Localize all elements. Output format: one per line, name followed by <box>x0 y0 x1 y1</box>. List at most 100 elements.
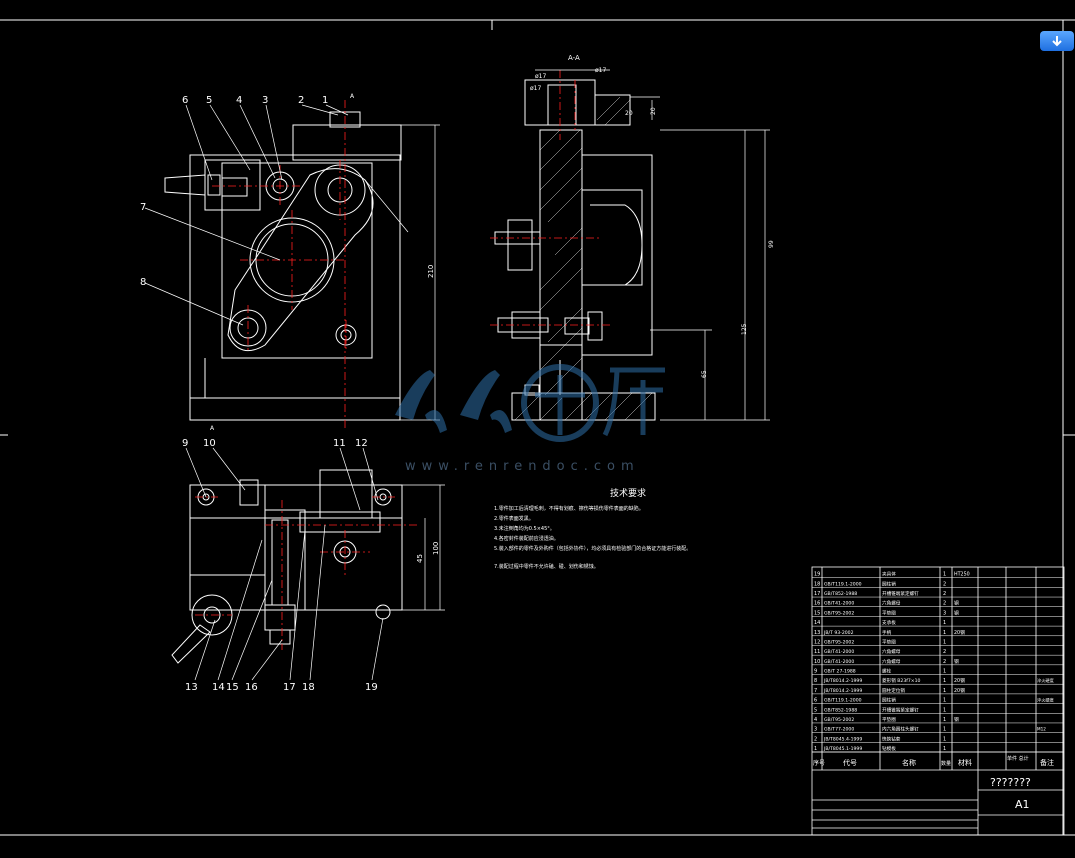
bom-cell-no: 1 <box>814 746 817 752</box>
bom-header-note: 备注 <box>1040 758 1054 767</box>
bom-cell-name: 快换钻套 <box>882 735 901 742</box>
section-centerlines <box>490 70 610 326</box>
bom-cell-qty: 1 <box>943 678 946 684</box>
bom-cell-qty: 2 <box>943 601 946 607</box>
bom-cell-qty: 1 <box>943 572 946 578</box>
bom-cell-name: 平垫圈 <box>882 716 896 723</box>
bom-cell-name: 六角螺母 <box>882 600 901 607</box>
balloon-number: 10 <box>203 438 216 449</box>
bom-cell-mat: 20钢 <box>954 687 965 694</box>
dim-label: 20 <box>650 107 657 115</box>
bom-cell-name: 手柄 <box>882 629 892 636</box>
bom-cell-qty: 1 <box>943 727 946 733</box>
bom-cell-name: 菱形销 B23f7×10 <box>882 677 921 684</box>
bom-cell-name: 开槽锥端紧定螺钉 <box>882 706 919 713</box>
bom-cell-name: 六角螺母 <box>882 658 901 665</box>
bom-cell-code: JB/T8045.1-1999 <box>823 746 862 752</box>
bom-cell-no: 19 <box>814 572 820 578</box>
balloon-number: 16 <box>245 682 258 693</box>
bom-cell-code: GB/T41-2000 <box>824 659 854 665</box>
bom-cell-code: GB/T119.1-2000 <box>824 581 862 587</box>
balloon-number: 3 <box>262 95 268 106</box>
bom-cell-code: GB/T41-2000 <box>824 601 854 607</box>
bom-cell-name: 内六角圆柱头螺钉 <box>882 726 919 733</box>
bom-cell-no: 17 <box>814 591 820 597</box>
bottom-view-leaders <box>185 447 445 681</box>
dim-label: 210 <box>427 265 435 278</box>
bom-cell-code: JB/T8014.2-1999 <box>823 688 862 694</box>
bom-cell-code: GB/T852-1988 <box>824 591 857 597</box>
bom-cell-code: GB/T 27-1988 <box>824 669 856 675</box>
front-view-centerlines <box>212 100 347 430</box>
bom-cell-no: 7 <box>814 688 817 694</box>
balloon-number: 4 <box>236 95 242 106</box>
bom-cell-qty: 1 <box>943 620 946 626</box>
bom-cell-name: 圆柱销 <box>882 697 896 704</box>
balloon-number: 12 <box>355 438 368 449</box>
bom-cell-name: 平垫圈 <box>882 609 896 616</box>
bom-cell-no: 13 <box>814 630 820 636</box>
download-button[interactable] <box>1040 31 1074 51</box>
tech-req-line: 4.各密封件装配前应浸透油。 <box>494 535 559 542</box>
bom-cell-name: 支承板 <box>882 619 896 626</box>
bom-cell-mat: 20钢 <box>954 677 965 684</box>
watermark-text: www.renrendoc.com <box>405 459 640 474</box>
section-dim: ø17 <box>595 67 606 74</box>
dim-label: 45 <box>416 554 424 563</box>
tech-req-line: 7.装配过程中零件不允许磕、碰、划伤和锈蚀。 <box>494 563 599 570</box>
bom-cell-code: GB/T95-2002 <box>824 610 854 616</box>
front-view-leaders <box>144 104 440 421</box>
bom-cell-no: 12 <box>814 639 820 645</box>
bom-cell-note: M12 <box>1037 727 1046 732</box>
bom-cell-no: 15 <box>814 610 820 616</box>
bom-cell-qty: 2 <box>943 591 946 597</box>
bom-cell-no: 6 <box>814 698 817 704</box>
bom-cell-qty: 1 <box>943 669 946 675</box>
dim-label: 99 <box>768 240 775 248</box>
front-view <box>164 111 402 421</box>
bom-cell-no: 9 <box>814 669 817 675</box>
balloon-number: 5 <box>206 95 212 106</box>
balloon-number: 11 <box>333 438 346 449</box>
bom-cell-note: 淬火硬度 <box>1037 677 1055 684</box>
bom-cell-mat: 20钢 <box>954 629 965 636</box>
balloon-number: 7 <box>140 202 146 213</box>
section-mark: A <box>210 425 215 432</box>
bom-cell-name: 夹具体 <box>882 571 896 578</box>
bom-cell-code: JB/T 93-2002 <box>823 630 854 636</box>
bom-cell-name: 开槽锥端紧定螺钉 <box>882 590 919 597</box>
bom-cell-qty: 1 <box>943 698 946 704</box>
bom-header-code: 代号 <box>843 758 857 767</box>
bom-cell-qty: 1 <box>943 639 946 645</box>
bom-cell-name: 六角螺母 <box>882 648 901 655</box>
bom-cell-qty: 1 <box>943 707 946 713</box>
section-hatch <box>514 96 653 421</box>
title-block-sheet-size: A1 <box>1015 798 1030 811</box>
balloon-number: 6 <box>182 95 188 106</box>
balloon-number: 17 <box>283 682 296 693</box>
arrow-down-icon <box>1052 36 1062 47</box>
dim-label: 100 <box>432 542 440 555</box>
bom-cell-code: JB/T8045.4-1999 <box>823 736 862 742</box>
bom-cell-qty: 1 <box>943 746 946 752</box>
bom-cell-qty: 1 <box>943 736 946 742</box>
section-view <box>494 79 656 421</box>
bom-cell-code: GB/T41-2000 <box>824 649 854 655</box>
bom-cell-name: 圆柱定位销 <box>882 687 905 694</box>
bom-cell-qty: 1 <box>943 630 946 636</box>
bom-header-mat: 材料 <box>958 758 972 767</box>
bom-cell-code: GB/T77-2000 <box>824 727 854 733</box>
bom-cell-name: 钻模板 <box>882 745 896 752</box>
bom-cell-no: 16 <box>814 601 820 607</box>
balloon-number: 14 <box>212 682 225 693</box>
section-dim: ø17 <box>530 85 541 92</box>
balloon-number: 9 <box>182 438 188 449</box>
watermark-logo: www.renrendoc.com <box>395 364 665 474</box>
bom-cell-no: 18 <box>814 581 820 587</box>
bom-cell-no: 11 <box>814 649 820 655</box>
bom-cell-no: 2 <box>814 736 817 742</box>
bom-cell-no: 3 <box>814 727 817 733</box>
bom-cell-qty: 2 <box>943 581 946 587</box>
